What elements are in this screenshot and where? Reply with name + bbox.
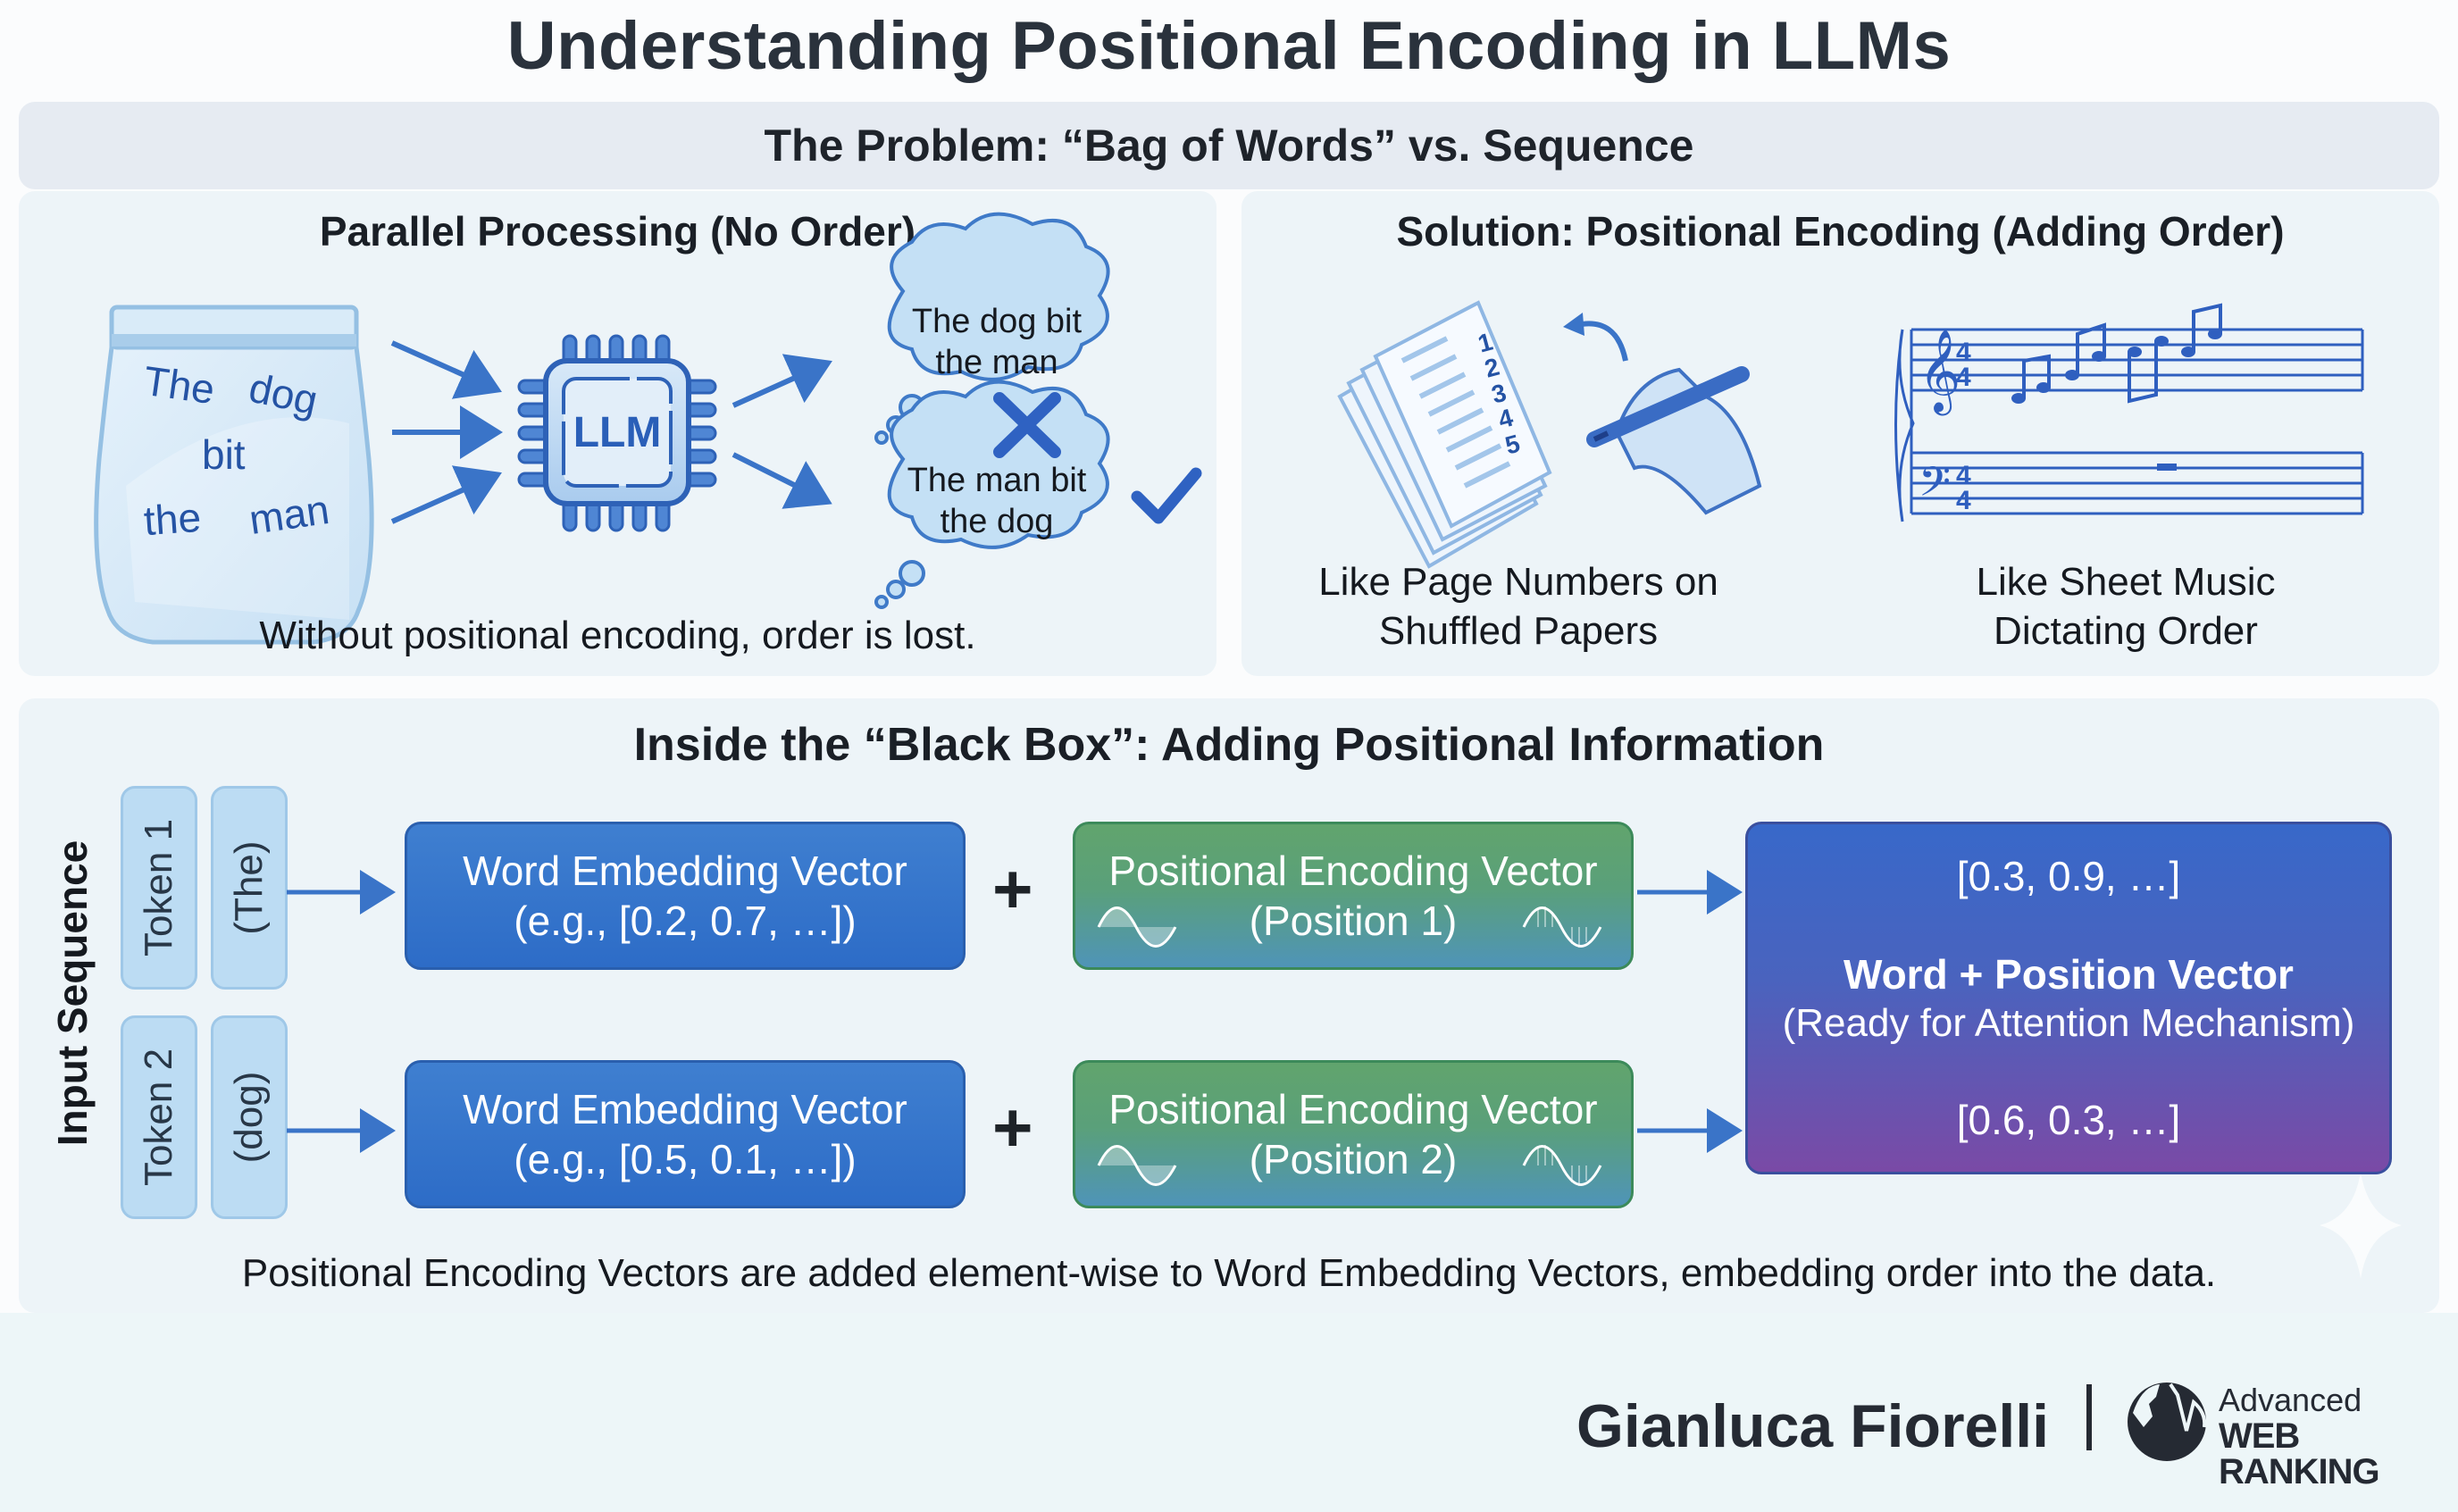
solution-title: Solution: Positional Encoding (Adding Or… xyxy=(1396,208,2285,255)
solution-illustration: 𝄞 𝄢 4 4 4 4 xyxy=(1337,300,2364,569)
arrow-bag-to-chip-3 xyxy=(390,465,502,524)
thought-text-right: The man bit the dog xyxy=(907,462,1087,540)
arrow-bag-to-chip-1 xyxy=(390,340,502,399)
music-notes: 𝄞 𝄢 4 4 4 4 xyxy=(1919,329,2222,516)
brand-line-1: Advanced xyxy=(2219,1382,2362,1418)
sheet-music-icon xyxy=(1894,328,2364,522)
sparkle-icon xyxy=(2320,1172,2402,1279)
token-1-label-pill: Token 1 xyxy=(121,786,197,990)
plus-sign: + xyxy=(992,849,1033,928)
problem-header: The Problem: “Bag of Words” vs. Sequence xyxy=(19,102,2439,189)
arrow-chip-to-thought-2 xyxy=(732,452,832,509)
word-position-vector-box: [0.3, 0.9, …] Word + Position Vector (Re… xyxy=(1745,822,2392,1174)
globe-logo-icon xyxy=(2128,1383,2207,1461)
x-mark-icon xyxy=(993,392,1061,458)
bag-word: The xyxy=(140,356,218,414)
music-caption: Like Sheet Music Dictating Order xyxy=(1976,560,2276,653)
parallel-processing-panel: Parallel Processing (No Order) xyxy=(19,191,1216,676)
result-label: Word + Position Vector (Ready for Attent… xyxy=(1782,950,2355,1045)
parallel-processing-illustration xyxy=(94,212,1202,645)
footer-separator xyxy=(2086,1384,2092,1450)
brand-line-2: WEB RANKING xyxy=(2219,1416,2380,1491)
word-embedding-box-1: Word Embedding Vector (e.g., [0.2, 0.7, … xyxy=(405,822,966,970)
page-title: Understanding Positional Encoding in LLM… xyxy=(506,8,1952,84)
black-box-panel: Inside the “Black Box”: Adding Positiona… xyxy=(19,698,2439,1313)
bag-word: the xyxy=(142,493,203,545)
thought-cloud-right xyxy=(874,380,1110,609)
word-embedding-box-2: Word Embedding Vector (e.g., [0.5, 0.1, … xyxy=(405,1060,966,1208)
parallel-processing-caption: Without positional encoding, order is lo… xyxy=(259,614,976,657)
svg-text:4: 4 xyxy=(1956,338,1971,367)
result-vector-2: [0.6, 0.3, …] xyxy=(1956,1096,2181,1143)
black-box-caption: Positional Encoding Vectors are added el… xyxy=(241,1251,2217,1295)
parallel-processing-title: Parallel Processing (No Order) xyxy=(319,208,916,255)
solution-panel: Solution: Positional Encoding (Adding Or… xyxy=(1242,191,2439,676)
positional-encoding-box-2: Positional Encoding Vector (Position 2) xyxy=(1073,1060,1634,1208)
llm-chip-icon xyxy=(517,334,717,532)
black-box-arrows xyxy=(287,870,2402,1279)
problem-header-text: The Problem: “Bag of Words” vs. Sequence xyxy=(764,121,1694,171)
cosine-wave-icon xyxy=(1522,1145,1602,1186)
positional-encoding-box-1: Positional Encoding Vector (Position 1) xyxy=(1073,822,1634,970)
cosine-wave-icon xyxy=(1522,906,1602,948)
token-2-label-pill: Token 2 xyxy=(121,1015,197,1219)
svg-text:𝄢: 𝄢 xyxy=(1919,458,1951,516)
token-1-word-pill: (The) xyxy=(211,786,288,990)
arrow-chip-to-thought-1 xyxy=(732,354,832,408)
result-vector-1: [0.3, 0.9, …] xyxy=(1956,853,2181,899)
svg-text:4: 4 xyxy=(1956,363,1971,392)
token-2-word-pill: (dog) xyxy=(211,1015,288,1219)
llm-chip-label: LLM xyxy=(573,409,662,456)
sine-wave-icon xyxy=(1097,1145,1177,1186)
black-box-title: Inside the “Black Box”: Adding Positiona… xyxy=(633,719,1825,771)
bag-of-words-icon xyxy=(94,305,374,645)
author-name: Gianluca Fiorelli xyxy=(1576,1392,2050,1460)
footer: Gianluca Fiorelli Advanced WEB RANKING xyxy=(0,1313,2458,1512)
bag-word: bit xyxy=(202,431,246,478)
papers-caption: Like Page Numbers on Shuffled Papers xyxy=(1318,560,1718,653)
shuffled-papers-icon xyxy=(1337,300,1552,569)
sine-wave-icon xyxy=(1097,906,1177,948)
svg-text:4: 4 xyxy=(1956,461,1971,490)
plus-sign: + xyxy=(992,1088,1033,1166)
check-mark-icon xyxy=(1131,467,1202,524)
thought-text-wrong: The dog bit the man xyxy=(911,303,1083,381)
curved-arrow-icon xyxy=(1576,321,1628,362)
hand-writing-icon xyxy=(1586,366,1762,515)
svg-text:𝄞: 𝄞 xyxy=(1919,329,1961,415)
svg-text:4: 4 xyxy=(1956,486,1971,515)
